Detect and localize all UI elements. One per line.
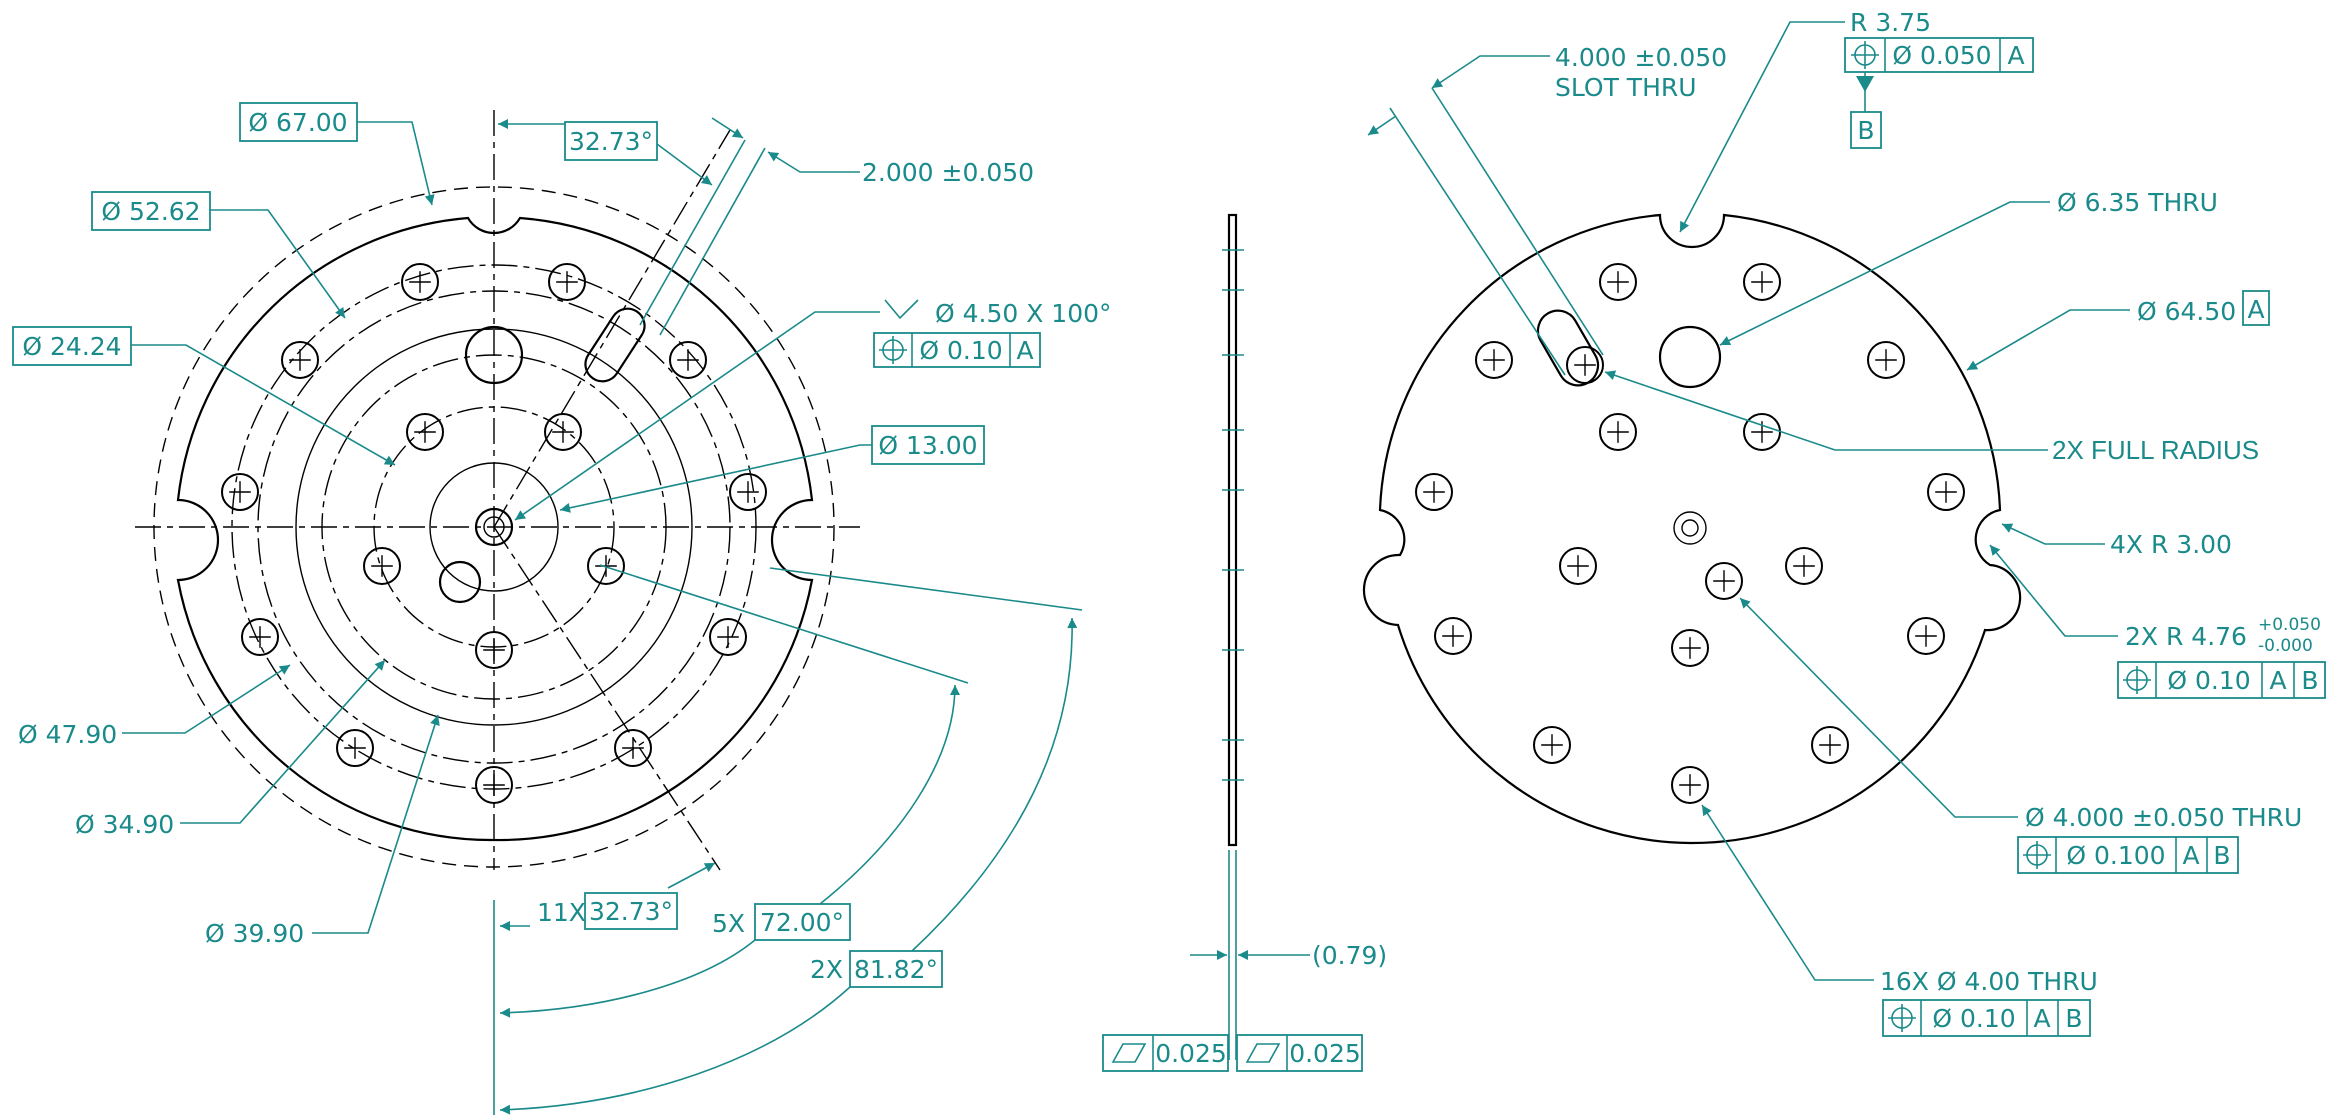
left-bolt-hole (221, 473, 259, 511)
label-d4000-datum-b: B (2213, 841, 2230, 870)
left-circle-39 (295, 328, 693, 726)
label-datum-b: B (1857, 116, 1874, 145)
label-d52: Ø 52.62 (101, 197, 200, 226)
left-bolt-hole (729, 473, 767, 511)
label-r300: 4X R 3.00 (2110, 530, 2232, 559)
left-large-hole (464, 325, 524, 385)
left-bolt-hole (587, 547, 625, 585)
left-bolt-hole (241, 618, 279, 656)
side-profile (1227, 213, 1238, 847)
label-ang11-prefix: 11X (537, 898, 586, 927)
right-bolt-hole (1743, 413, 1781, 451)
label-r476-plus: +0.050 (2258, 615, 2321, 635)
label-holes16-datum-a: A (2033, 1004, 2050, 1033)
left-bolt-hole (363, 547, 401, 585)
right-outer-profile (1362, 213, 2022, 845)
label-full-radius: 2X FULL RADIUS (2052, 435, 2259, 465)
label-d13: Ø 13.00 (878, 431, 977, 460)
right-view-geometry (1362, 213, 2022, 845)
left-bolt-hole (475, 631, 513, 669)
label-slot: 4.000 ±0.050 (1555, 43, 1727, 72)
label-d4000-datum-a: A (2182, 841, 2199, 870)
right-bolt-hole (1434, 617, 1472, 655)
label-d39: Ø 39.90 (205, 919, 304, 948)
label-r375: R 3.75 (1850, 8, 1931, 37)
label-r375-tol: Ø 0.050 (1892, 41, 1991, 70)
left-bolt-hole (669, 341, 707, 379)
right-bolt-hole (1867, 341, 1905, 379)
label-r375-datum: A (2007, 41, 2024, 70)
label-countersink-datum: A (1016, 336, 1033, 365)
left-bolt-hole (281, 341, 319, 379)
right-large-hole (1658, 325, 1722, 389)
label-r476-datum-b: B (2301, 666, 2318, 695)
right-bolt-hole (1415, 473, 1453, 511)
label-d34: Ø 34.90 (75, 810, 174, 839)
label-ang5-prefix: 5X (712, 909, 745, 938)
left-bolt-hole (406, 413, 444, 451)
label-countersink-tol: Ø 0.10 (919, 336, 1002, 365)
left-view-annotations: Ø 67.00 Ø 52.62 Ø 24.24 32.73° 2.000 ±0.… (12, 102, 1112, 1115)
label-angle-top: 32.73° (569, 127, 653, 156)
left-bolt-holes (221, 263, 767, 804)
label-holes16-datum-b: B (2065, 1004, 2082, 1033)
label-holes16: 16X Ø 4.00 THRU (1880, 967, 2098, 996)
label-d635: Ø 6.35 THRU (2057, 188, 2218, 217)
right-bolt-hole (1743, 263, 1781, 301)
label-d67: Ø 67.00 (248, 108, 347, 137)
right-bolt-hole (1599, 263, 1637, 301)
right-bolt-hole (1705, 562, 1743, 600)
left-bolt-hole (401, 263, 439, 301)
label-r476-tol: Ø 0.10 (2167, 666, 2250, 695)
right-bolt-hole (1927, 473, 1965, 511)
right-bolt-hole (1671, 766, 1709, 804)
label-holes16-tol: Ø 0.10 (1932, 1004, 2015, 1033)
label-ang11: 32.73° (589, 897, 673, 926)
left-bolt-hole (614, 729, 652, 767)
left-outer-profile (176, 216, 814, 842)
label-flatness-1: 0.025 (1155, 1039, 1227, 1068)
label-countersink: Ø 4.50 X 100° (935, 299, 1112, 328)
left-bolt-hole (548, 263, 586, 301)
label-datum-a: A (2247, 295, 2264, 324)
left-bolt-hole (475, 766, 513, 804)
label-slot-thru: SLOT THRU (1555, 73, 1697, 102)
left-bolt-hole (336, 729, 374, 767)
label-flatness-2: 0.025 (1289, 1039, 1361, 1068)
right-slot (1536, 309, 1600, 387)
label-ang5: 72.00° (760, 908, 844, 937)
right-view-annotations: R 3.75 Ø 0.050 A B 4.000 ±0.050 SLOT THR… (1367, 8, 2326, 1037)
label-r476-minus: -0.000 (2258, 636, 2313, 656)
label-ang2-prefix: 2X (810, 955, 843, 984)
right-bolt-hole (1599, 413, 1637, 451)
left-view-geometry (135, 110, 860, 871)
right-bolt-hole (1559, 547, 1597, 585)
label-slot-width: 2.000 ±0.050 (862, 158, 1034, 187)
right-bolt-holes (1415, 263, 1965, 804)
label-d24: Ø 24.24 (22, 332, 121, 361)
left-bolt-hole (709, 618, 747, 656)
right-bolt-hole (1811, 726, 1849, 764)
label-r476: 2X R 4.76 (2125, 622, 2247, 651)
label-r476-datum-a: A (2269, 666, 2286, 695)
left-slot (584, 307, 646, 383)
label-d645: Ø 64.50 (2137, 297, 2236, 326)
label-d47: Ø 47.90 (18, 720, 117, 749)
left-bolt-hole (544, 413, 582, 451)
side-view: (0.79) 0.025 0.025 (1102, 213, 1387, 1072)
right-bolt-hole (1907, 617, 1945, 655)
label-d4000: Ø 4.000 ±0.050 THRU (2025, 803, 2302, 832)
right-bolt-hole (1533, 726, 1571, 764)
label-thickness: (0.79) (1312, 941, 1387, 970)
right-bolt-hole (1671, 629, 1709, 667)
right-bolt-hole (1566, 346, 1604, 384)
label-ang2: 81.82° (854, 955, 938, 984)
right-bolt-hole (1475, 341, 1513, 379)
right-bolt-hole (1785, 547, 1823, 585)
label-d4000-tol: Ø 0.100 (2066, 841, 2165, 870)
